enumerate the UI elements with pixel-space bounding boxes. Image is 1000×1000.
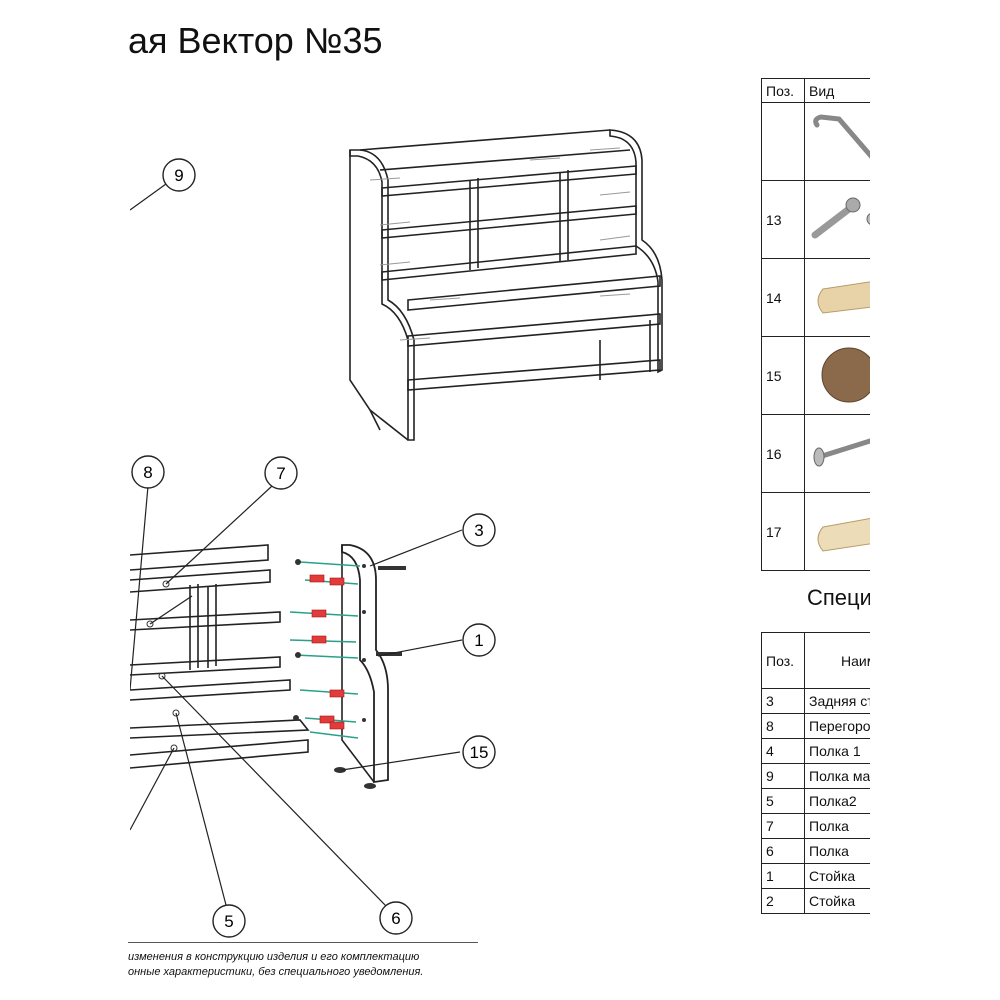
table-row: 16 [761,414,870,493]
disclaimer-text: изменения в конструкцию изделия и его ко… [128,950,488,980]
spec-title: Специ [807,585,870,610]
wooden-dowel-icon [817,517,870,552]
table-row: 13 [761,180,870,259]
svg-text:15: 15 [470,743,489,762]
table-row: 8Перегород [761,713,870,739]
disclaimer-line-1: изменения в конструкцию изделия и его ко… [128,951,420,963]
hardware-table: Поз. Вид 13 14 [761,78,870,571]
callout-1: 1 [462,623,496,657]
callout-6: 6 [379,901,413,935]
callout-15: 15 [462,735,496,769]
assembled-shelf-drawing [349,129,663,441]
right-tables-area: Поз. Вид 13 14 [750,70,870,940]
svg-text:1: 1 [474,631,483,650]
svg-text:3: 3 [474,521,483,540]
svg-text:6: 6 [391,909,400,928]
assembly-drawings: 9 8 7 3 1 15 5 6 [130,0,690,1000]
spec-header-name: Наим [804,632,870,689]
table-row [761,102,870,181]
disclaimer-line-2: онные характеристики, без специального у… [128,966,424,978]
hex-key-icon [813,114,870,159]
svg-text:5: 5 [224,912,233,931]
cap-plug-icon [821,347,870,403]
svg-text:9: 9 [174,166,183,185]
table-row: 14 [761,258,870,337]
spec-header-pos: Поз. [761,632,805,689]
wooden-dowel-icon [817,281,870,314]
col-header-view: Вид [804,78,870,103]
exploded-view-drawing [130,544,389,784]
callout-5: 5 [212,904,246,938]
disclaimer-rule [128,942,478,943]
callout-7: 7 [264,456,298,490]
svg-text:8: 8 [143,463,152,482]
document-title: ая Вектор №35 [128,20,383,61]
table-row: 17 [761,492,870,571]
confirmat-screw-icon [811,197,870,239]
callout-3: 3 [462,513,496,547]
table-row: 15 [761,336,870,415]
svg-text:7: 7 [276,464,285,483]
callout-9: 9 [162,158,196,192]
screw-icon [813,438,870,467]
col-header-pos: Поз. [761,78,805,103]
callout-8: 8 [131,455,165,489]
